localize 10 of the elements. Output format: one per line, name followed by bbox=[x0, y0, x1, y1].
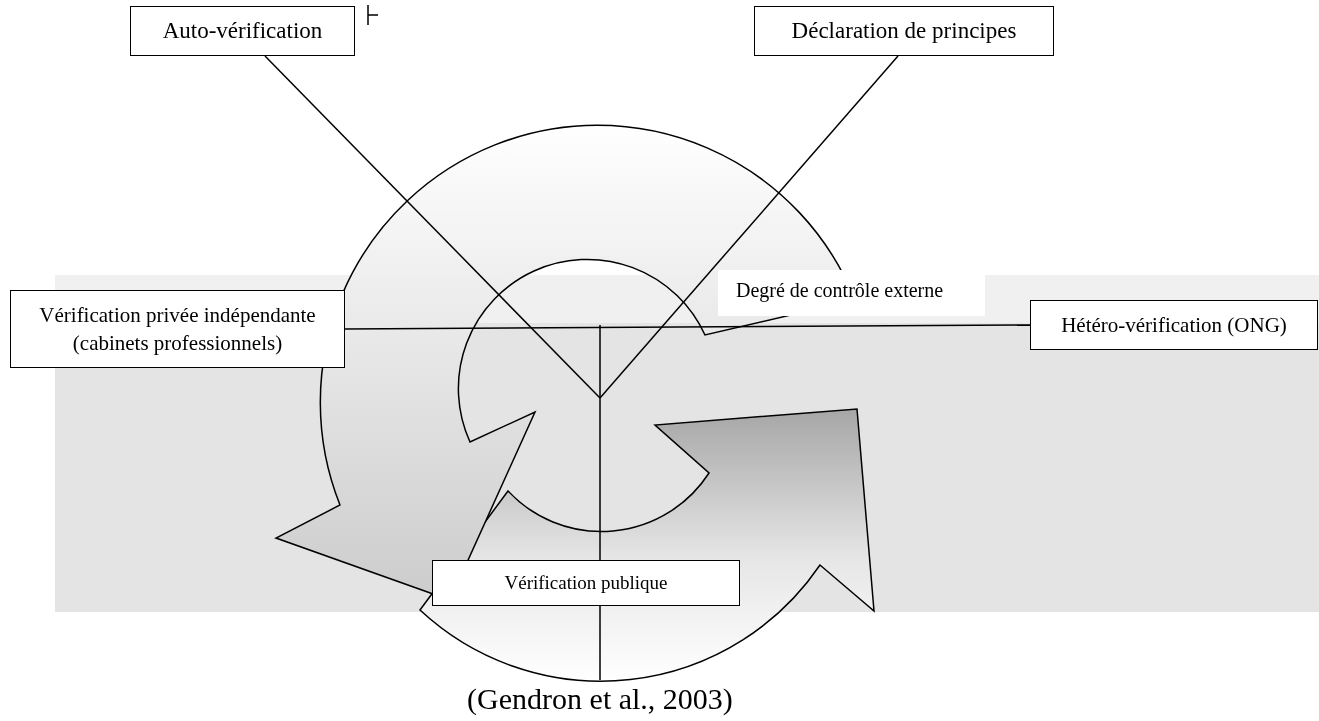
citation-caption: (Gendron et al., 2003) bbox=[466, 682, 734, 716]
axis-label: Degré de contrôle externe bbox=[718, 270, 985, 316]
text-box: Auto-vérification bbox=[130, 6, 355, 56]
text-box: Vérification privée indépendante (cabinets professionnels) bbox=[10, 290, 345, 368]
text-box: Vérification publique bbox=[432, 560, 740, 606]
connector-line bbox=[344, 324, 1031, 330]
text-box: Déclaration de principes bbox=[754, 6, 1054, 56]
text-box: Hétéro-vérification (ONG) bbox=[1030, 300, 1318, 350]
connector-line bbox=[599, 55, 899, 399]
connector-line bbox=[264, 55, 601, 399]
